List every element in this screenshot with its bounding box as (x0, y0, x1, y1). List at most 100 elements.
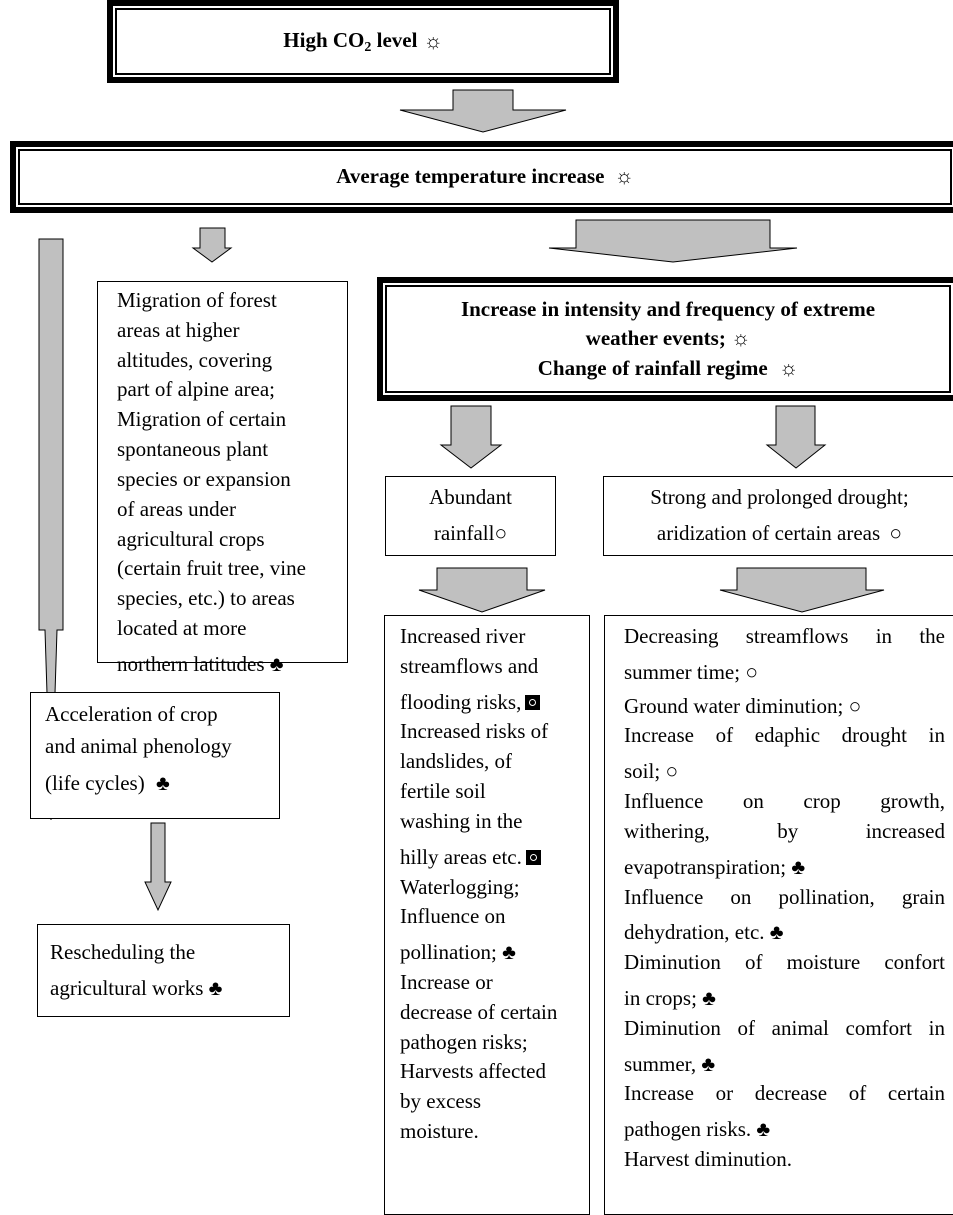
club-icon: ♣ (269, 651, 284, 676)
abundant-effect-line: washing in the (400, 808, 523, 833)
drought-effect-line: summer time; ○ (624, 659, 759, 684)
drought-effect-line: Harvest diminution. (624, 1147, 792, 1171)
club-icon: ♣ (155, 771, 170, 795)
abundant-effect-line: moisture. (400, 1119, 479, 1143)
abundant-effect-line: Waterlogging; (400, 874, 520, 899)
sun-icon: ☼ (423, 28, 443, 53)
abundant-effect-line: decrease of certain (400, 999, 558, 1024)
abundant-effect-line: by excess (400, 1089, 482, 1114)
rescheduling-box: Rescheduling the agricultural works ♣ (37, 924, 290, 1017)
drought-effects-box: Decreasing streamflows in the summer tim… (604, 615, 953, 1215)
drought-effect-line: Increase or decrease of certain (624, 1081, 945, 1106)
abundant-effects-box: Increased river streamflows and flooding… (384, 615, 590, 1215)
drought-effect-line: dehydration, etc. ♣ (624, 920, 784, 945)
drought-effect-line: Diminution of animal comfort in (624, 1015, 945, 1040)
abundant-effect-line: Influence on (400, 904, 506, 929)
migration-line: Migration of forest (117, 288, 277, 312)
drought-effect-line: pathogen risks. ♣ (624, 1117, 771, 1142)
abundant-effect-line: streamflows and (400, 653, 539, 678)
sun-icon: ☼ (614, 164, 634, 189)
abundant-effect-line: hilly areas etc. (400, 843, 583, 873)
hatched-square-icon (525, 694, 541, 710)
club-icon: ♣ (769, 920, 784, 945)
acceleration-line: (life cycles) ♣ (45, 771, 170, 795)
migration-line: Migration of certain (117, 407, 287, 432)
arrow-temp-to-extreme (548, 219, 798, 263)
club-icon: ♣ (701, 1051, 716, 1076)
drought-effect-line: Increase of edaphic drought in (624, 723, 945, 748)
drought-effect-line: Influence on crop growth, (624, 789, 945, 814)
acceleration-line: and animal phenology (45, 733, 232, 758)
co2-title: High CO2 level (283, 28, 418, 55)
temperature-title: Average temperature increase (336, 164, 605, 189)
extreme-line-2: weather events; ☼ (585, 326, 751, 351)
club-icon: ♣ (791, 854, 806, 879)
migration-line: species, etc.) to areas (117, 586, 295, 611)
circle-icon: ○ (494, 521, 508, 545)
migration-line: species or expansion (117, 466, 291, 491)
drought-effect-line: soil; ○ (624, 759, 679, 784)
hatched-square-icon (525, 849, 541, 865)
circle-icon: ○ (745, 659, 759, 684)
migration-line: of areas under (117, 496, 236, 521)
abundant-line: Abundant (429, 485, 512, 510)
co2-box: High CO2 level ☼ (107, 0, 619, 83)
abundant-effect-line: landslides, of (400, 749, 512, 774)
rescheduling-line: Rescheduling the (50, 940, 196, 964)
drought-effect-line: Decreasing streamflows in the (624, 624, 945, 648)
arrow-extreme-to-drought (765, 405, 827, 469)
drought-effect-line: Influence on pollination, grain (624, 884, 945, 909)
club-icon: ♣ (702, 985, 716, 1010)
migration-line: located at more (117, 615, 247, 640)
circle-icon: ○ (665, 759, 679, 784)
club-icon: ♣ (502, 940, 516, 965)
migration-box: Migration of forest areas at higher alti… (97, 281, 348, 676)
drought-line: Strong and prolonged drought; (650, 485, 909, 510)
migration-line: northern latitudes ♣ (117, 651, 284, 676)
abundant-rainfall-box: Abundant rainfall○ (385, 476, 556, 556)
arrow-abundant-to-effects (418, 567, 546, 613)
drought-effect-line: withering, by increased (624, 818, 945, 843)
acceleration-line: Acceleration of crop (45, 702, 218, 726)
circle-icon: ○ (889, 521, 903, 545)
drought-effect-line: Diminution of moisture confort (624, 950, 945, 975)
drought-effect-line: in crops; ♣ (624, 985, 716, 1010)
abundant-effect-line: flooding risks, (400, 688, 583, 718)
drought-box: Strong and prolonged drought; aridizatio… (603, 476, 953, 556)
migration-line: agricultural crops (117, 526, 265, 551)
migration-line: part of alpine area; (117, 377, 275, 402)
drought-line: aridization of certain areas ○ (656, 521, 903, 545)
arrow-drought-to-effects (719, 567, 885, 613)
abundant-effect-line: Increased river (400, 624, 526, 648)
migration-line: (certain fruit tree, vine (117, 556, 306, 581)
arrow-extreme-to-abundant (439, 405, 503, 469)
migration-line: areas at higher (117, 317, 240, 342)
club-icon: ♣ (756, 1117, 771, 1142)
sun-icon: ☼ (731, 326, 751, 351)
extreme-line-1: Increase in intensity and frequency of e… (460, 296, 876, 321)
abundant-effect-line: Increase or (400, 969, 493, 994)
migration-line: altitudes, covering (117, 347, 273, 372)
abundant-line: rainfall○ (433, 521, 508, 545)
drought-effect-line: summer, ♣ (624, 1051, 716, 1076)
drought-effect-line: evapotranspiration; ♣ (624, 854, 806, 879)
extreme-line-3: Change of rainfall regime ☼ (537, 355, 799, 380)
arrow-acceleration-to-rescheduling (144, 822, 172, 912)
temperature-box: Average temperature increase ☼ (10, 141, 953, 213)
arrow-temp-to-migration (191, 227, 233, 263)
abundant-effect-line: Increased risks of (400, 719, 549, 744)
abundant-effect-line: pollination; ♣ (400, 940, 516, 965)
extreme-weather-box: Increase in intensity and frequency of e… (377, 277, 953, 401)
abundant-effect-line: Harvests affected (400, 1059, 546, 1084)
drought-effect-line: Ground water diminution; ○ (624, 693, 862, 718)
club-icon: ♣ (208, 975, 223, 1000)
rescheduling-line: agricultural works ♣ (50, 975, 223, 1000)
migration-line: spontaneous plant (117, 437, 269, 462)
acceleration-box: Acceleration of crop and animal phenolog… (30, 692, 280, 819)
arrow-co2-to-temp (399, 89, 567, 133)
sun-icon: ☼ (779, 355, 799, 380)
circle-icon: ○ (848, 693, 862, 718)
abundant-effect-line: fertile soil (400, 779, 486, 804)
abundant-effect-line: pathogen risks; (400, 1029, 528, 1054)
